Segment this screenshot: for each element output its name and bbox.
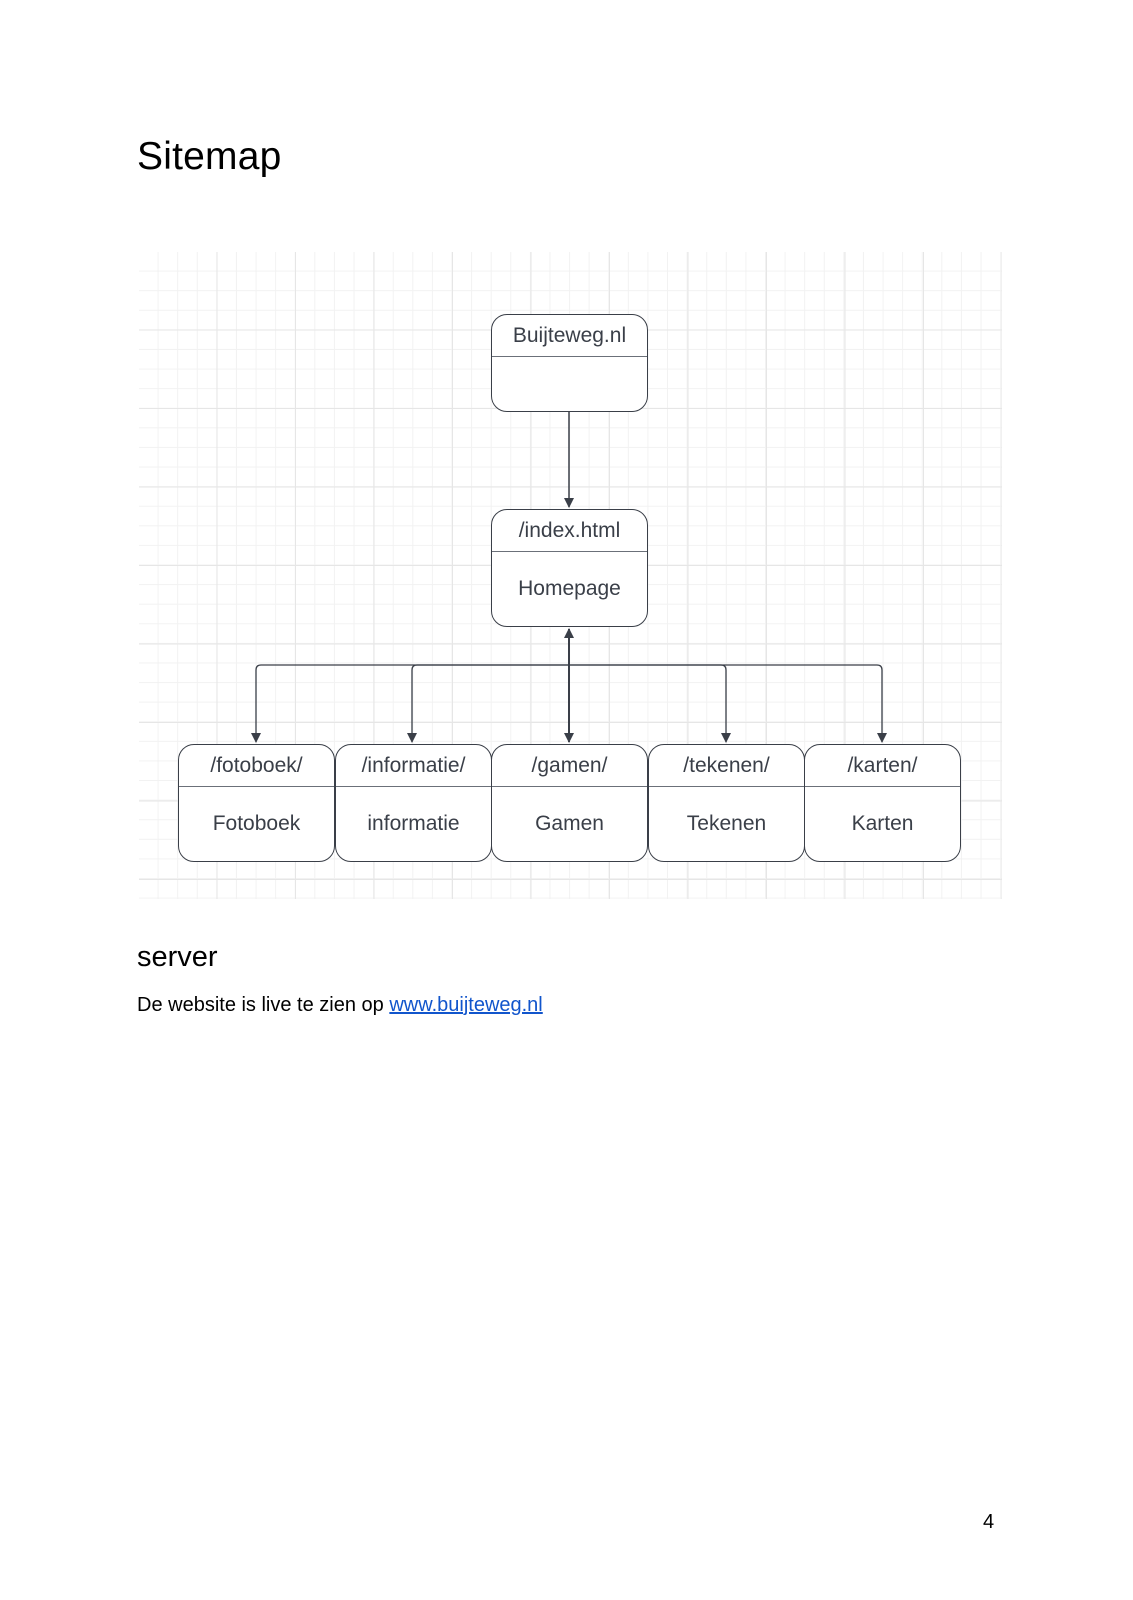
sitemap-diagram: Buijteweg.nl /index.html Homepage /fotob… <box>139 252 1002 899</box>
node-tekenen-body: Tekenen <box>686 812 767 835</box>
node-tekenen: /tekenen/ Tekenen <box>648 744 805 862</box>
node-informatie: /informatie/ informatie <box>335 744 492 862</box>
page-title: Sitemap <box>137 135 282 178</box>
node-informatie-title: /informatie/ <box>336 745 491 787</box>
connector-fotoboek <box>251 664 569 743</box>
connector-tekenen <box>569 664 731 743</box>
page-number: 4 <box>983 1511 995 1533</box>
node-gamen: /gamen/ Gamen <box>491 744 648 862</box>
connector-informatie <box>407 664 569 743</box>
server-paragraph-text: De website is live te zien op <box>137 994 390 1016</box>
server-paragraph: De website is live te zien op www.buijte… <box>137 993 543 1017</box>
node-home: /index.html Homepage <box>491 509 648 627</box>
node-home-title: /index.html <box>492 510 647 552</box>
website-link[interactable]: www.buijteweg.nl <box>389 994 543 1016</box>
node-root-body <box>492 357 647 411</box>
node-root-title: Buijteweg.nl <box>492 315 647 357</box>
node-root: Buijteweg.nl <box>491 314 648 412</box>
section-heading-server: server <box>137 941 218 973</box>
node-informatie-body: informatie <box>367 812 460 835</box>
node-home-body: Homepage <box>518 577 621 600</box>
node-tekenen-title: /tekenen/ <box>649 745 804 787</box>
node-fotoboek-body: Fotoboek <box>212 812 301 835</box>
node-gamen-title: /gamen/ <box>492 745 647 787</box>
node-karten-body: Karten <box>851 812 914 835</box>
node-karten-title: /karten/ <box>805 745 960 787</box>
node-gamen-body: Gamen <box>535 812 604 835</box>
node-karten: /karten/ Karten <box>804 744 961 862</box>
node-fotoboek: /fotoboek/ Fotoboek <box>178 744 335 862</box>
connector-karten <box>569 664 887 743</box>
node-fotoboek-title: /fotoboek/ <box>179 745 334 787</box>
diagram-connectors <box>251 412 887 743</box>
